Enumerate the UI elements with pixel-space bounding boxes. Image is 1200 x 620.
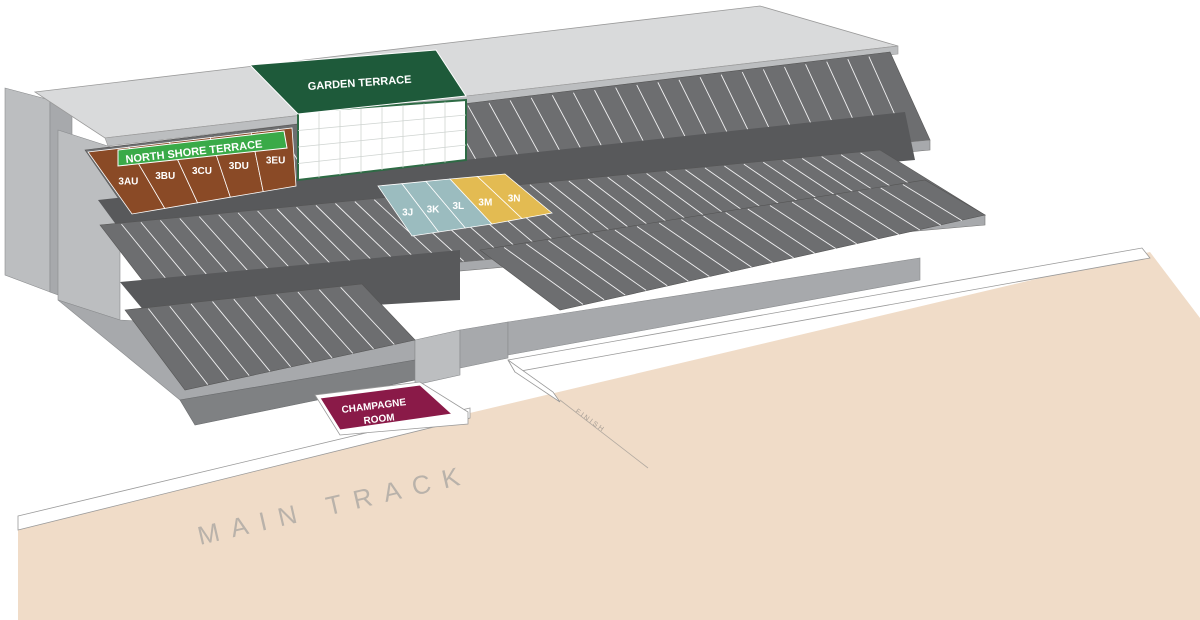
mid-row-divider bbox=[276, 208, 340, 273]
section-3n[interactable]: 3N bbox=[476, 173, 553, 219]
lower-left-row-divider bbox=[148, 308, 209, 385]
lower-right-row-divider bbox=[636, 226, 710, 277]
lower-right-row-divider bbox=[570, 236, 647, 291]
section-3k-label: 3K bbox=[427, 204, 441, 215]
lower-right-row-divider bbox=[658, 222, 731, 273]
lower-left-row-divider bbox=[340, 287, 395, 345]
lower-right-row-divider bbox=[592, 233, 668, 287]
lower-deck-rows bbox=[148, 184, 963, 385]
section-3du-label: 3DU bbox=[229, 161, 249, 172]
section-3cu-label: 3CU bbox=[192, 166, 212, 177]
section-3eu-label: 3EU bbox=[266, 156, 285, 167]
lower-right-row-divider bbox=[614, 229, 689, 282]
mid-row-divider bbox=[237, 212, 298, 277]
lower-right-row-divider bbox=[681, 219, 752, 268]
mid-row-divider bbox=[218, 214, 277, 279]
mid-row-divider bbox=[198, 216, 257, 281]
garden-terrace[interactable]: GARDEN TERRACE bbox=[248, 49, 467, 182]
lower-right-row-divider bbox=[503, 247, 584, 305]
champagne-room-label-line2: ROOM bbox=[363, 412, 395, 427]
lower-deck bbox=[120, 179, 986, 391]
section-3n-block[interactable] bbox=[476, 173, 553, 219]
mid-row-divider bbox=[315, 205, 381, 269]
mid-row-divider bbox=[354, 201, 423, 266]
lower-deck-right-seating bbox=[479, 179, 986, 311]
lower-right-row-divider bbox=[836, 194, 900, 235]
window-transom bbox=[297, 144, 467, 164]
section-3au-label: 3AU bbox=[118, 176, 138, 187]
mid-level-sections: 3J 3K 3L 3M 3N bbox=[377, 173, 553, 237]
section-3l-label: 3L bbox=[452, 201, 464, 212]
lower-right-row-divider bbox=[725, 212, 794, 259]
mid-row-divider bbox=[160, 220, 215, 284]
mid-row-divider bbox=[257, 210, 319, 275]
lower-left-row-divider bbox=[190, 303, 250, 376]
garden-terrace-roof[interactable] bbox=[248, 49, 467, 115]
track-rail-left bbox=[17, 407, 471, 531]
lower-left-row-divider bbox=[276, 294, 333, 359]
lower-pillar-side bbox=[459, 321, 509, 369]
section-3j-label: 3J bbox=[402, 207, 413, 218]
lower-left-row-divider bbox=[297, 291, 354, 354]
window-transom bbox=[297, 114, 467, 131]
lower-pillar bbox=[414, 329, 461, 386]
left-end-wall bbox=[4, 87, 51, 293]
lower-left-row-divider bbox=[233, 298, 291, 368]
window-transom bbox=[297, 129, 467, 148]
champagne-room[interactable]: CHAMPAGNE ROOM bbox=[314, 381, 469, 436]
section-3n-label: 3N bbox=[508, 194, 521, 205]
track-rail-right-end bbox=[507, 359, 561, 403]
lower-left-row-divider bbox=[254, 296, 312, 363]
finish-line bbox=[559, 399, 649, 469]
lower-right-row-divider bbox=[791, 201, 857, 245]
mid-deck-shadow bbox=[98, 112, 915, 230]
lower-right-row-divider bbox=[526, 243, 605, 301]
lower-right-row-divider bbox=[769, 205, 836, 249]
section-3m-label: 3M bbox=[478, 198, 492, 209]
lower-right-row-divider bbox=[858, 191, 921, 231]
lower-right-row-divider bbox=[703, 215, 773, 263]
lower-left-row-divider bbox=[169, 305, 229, 381]
champagne-room-box[interactable] bbox=[319, 384, 454, 431]
mid-row-divider bbox=[179, 218, 236, 282]
lower-right-row-divider bbox=[880, 187, 942, 226]
mid-row-divider bbox=[296, 206, 361, 271]
lower-right-row-divider bbox=[902, 184, 963, 222]
track-surface bbox=[18, 252, 1200, 620]
lower-right-row-divider bbox=[814, 198, 878, 240]
mid-row-divider bbox=[335, 203, 402, 268]
lower-right-row-divider bbox=[548, 240, 626, 296]
main-track: FINISH MAIN TRACK bbox=[17, 247, 1200, 620]
mid-row-divider bbox=[121, 223, 174, 288]
garden-terrace-windows bbox=[297, 101, 467, 178]
mid-row-divider bbox=[140, 221, 194, 286]
right-base bbox=[507, 257, 921, 356]
lower-right-row-divider bbox=[747, 208, 815, 254]
section-3bu-label: 3BU bbox=[155, 171, 175, 182]
lower-deck-left-seating bbox=[124, 283, 416, 391]
lower-left-row-divider bbox=[212, 301, 271, 372]
north-shore-terrace-banner[interactable] bbox=[117, 130, 288, 167]
lower-left-row-divider bbox=[318, 289, 374, 350]
